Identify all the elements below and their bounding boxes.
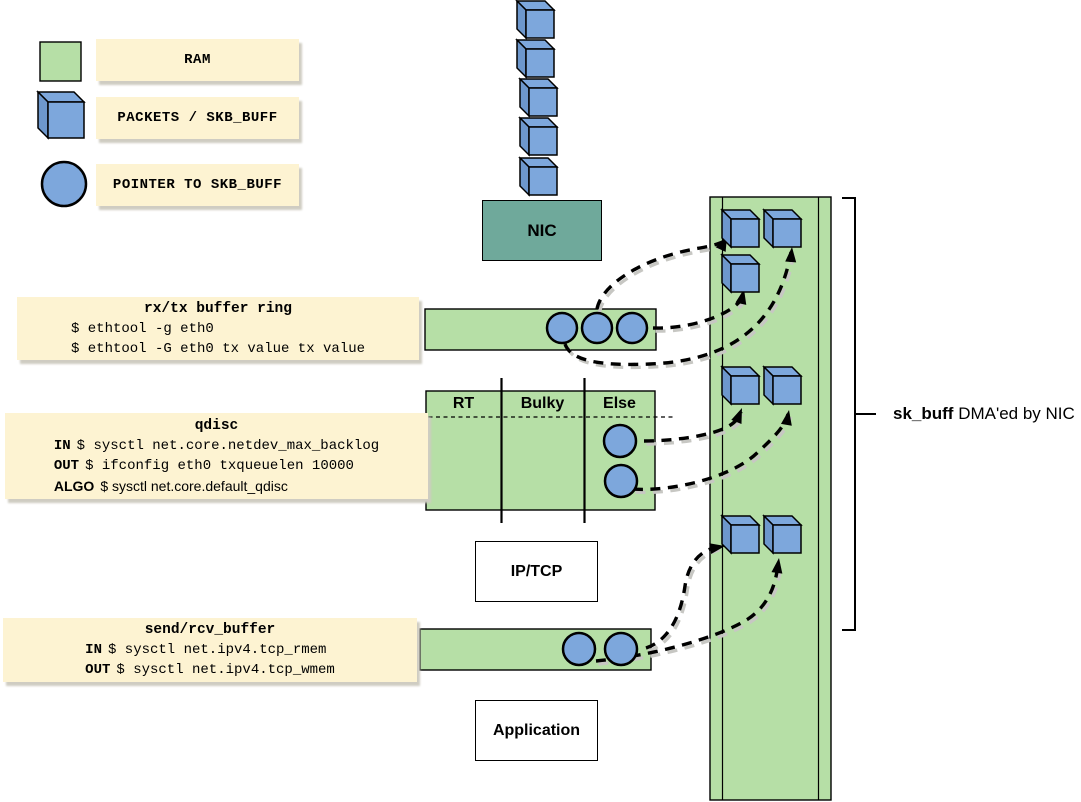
legend-ram-swatch: [39, 41, 82, 82]
skbuff-cube-icon: [720, 208, 761, 249]
skbuff-cube-icon: [762, 208, 803, 249]
qdisc-column-bulky: Bulky: [520, 395, 565, 412]
legend-item-pointer: POINTER TO SKB_BUFF: [96, 164, 299, 206]
command-line: OUT$ sysctl net.ipv4.tcp_wmem: [85, 662, 335, 678]
send-rcv-pointer-icon: [603, 631, 639, 667]
skbuff-annotation: sk_buff DMA'ed by NIC: [893, 404, 1075, 426]
skbuff-annotation-bold: sk_buff: [893, 404, 954, 423]
nic-incoming-packet-cube-icon: [518, 77, 559, 118]
application-label: Application: [492, 721, 581, 739]
qdisc-info-box: qdisc IN$ sysctl net.core.netdev_max_bac…: [5, 413, 428, 499]
send-rcv-title: send/rcv_buffer: [144, 622, 276, 638]
application-box: Application: [475, 700, 598, 761]
send-rcv-pointer-icon: [561, 631, 597, 667]
dma-arrow: [643, 408, 746, 446]
nic-incoming-packet-cube-icon: [515, 38, 556, 79]
skbuff-bracket: [842, 197, 876, 631]
rx-tx-ring-commands: $ ethtool -g eth0 $ ethtool -G eth0 tx va…: [71, 319, 365, 359]
legend-pointer-swatch: [40, 160, 88, 208]
command-line: $ ethtool -G eth0 tx value tx value: [70, 340, 366, 357]
nic-incoming-packet-cube-icon: [515, 0, 556, 40]
rx-ring-pointer-icon: [615, 311, 649, 345]
qdisc-column-rt: RT: [452, 395, 475, 412]
rx-tx-ring-info-box: rx/tx buffer ring $ ethtool -g eth0$ eth…: [17, 297, 419, 360]
qdisc-pointer-icon: [603, 463, 639, 499]
legend-ram-label: RAM: [184, 52, 211, 68]
ip-tcp-box: IP/TCP: [475, 541, 598, 602]
legend-item-ram: RAM: [96, 39, 299, 81]
nic-label: NIC: [527, 220, 557, 240]
packet-cubes: [36, 0, 803, 555]
skbuff-annotation-rest: DMA'ed by NIC: [953, 404, 1075, 423]
nic-incoming-packet-cube-icon: [518, 116, 559, 157]
qdisc-pointer-icon: [602, 423, 638, 459]
legend-packets-label: PACKETS / SKB_BUFF: [117, 110, 278, 126]
legend-item-packets: PACKETS / SKB_BUFF: [96, 97, 299, 139]
qdisc-column-else: Else: [603, 395, 636, 412]
dma-arrow: [595, 558, 783, 666]
skb-pointers: [545, 311, 649, 667]
dma-arrow: [632, 410, 793, 495]
skbuff-cube-icon: [720, 514, 761, 555]
command-line: IN$ sysctl net.ipv4.tcp_rmem: [85, 642, 327, 658]
rx-tx-ring-title: rx/tx buffer ring: [144, 300, 292, 317]
send-rcv-info-box: send/rcv_buffer IN$ sysctl net.ipv4.tcp_…: [3, 618, 417, 682]
nic-box: NIC: [482, 200, 602, 261]
ip-tcp-label: IP/TCP: [510, 562, 563, 580]
nic-incoming-packet-cube-icon: [518, 156, 559, 197]
skbuff-ram-strip: [709, 196, 832, 801]
command-line: OUT$ ifconfig eth0 txqueuelen 10000: [53, 458, 354, 474]
dma-arrow: [645, 543, 725, 653]
skbuff-cube-icon: [720, 365, 761, 406]
legend-pointer-label: POINTER TO SKB_BUFF: [112, 177, 283, 193]
rx-ring-pointer-icon: [545, 311, 579, 345]
dma-arrow: [652, 289, 749, 333]
legend-packet-cube-icon: [36, 90, 86, 140]
qdisc-title: qdisc: [194, 418, 239, 434]
skbuff-cube-icon: [762, 365, 803, 406]
skbuff-cube-icon: [762, 514, 803, 555]
command-line: ALGO$ sysctl net.core.default_qdisc: [53, 478, 288, 494]
command-line: IN$ sysctl net.core.netdev_max_backlog: [53, 438, 380, 454]
skbuff-cube-icon: [720, 253, 761, 294]
rx-ring-pointer-icon: [580, 311, 614, 345]
dma-arrows: [563, 236, 797, 666]
command-line: $ ethtool -g eth0: [70, 320, 214, 337]
dma-arrow: [563, 247, 797, 370]
